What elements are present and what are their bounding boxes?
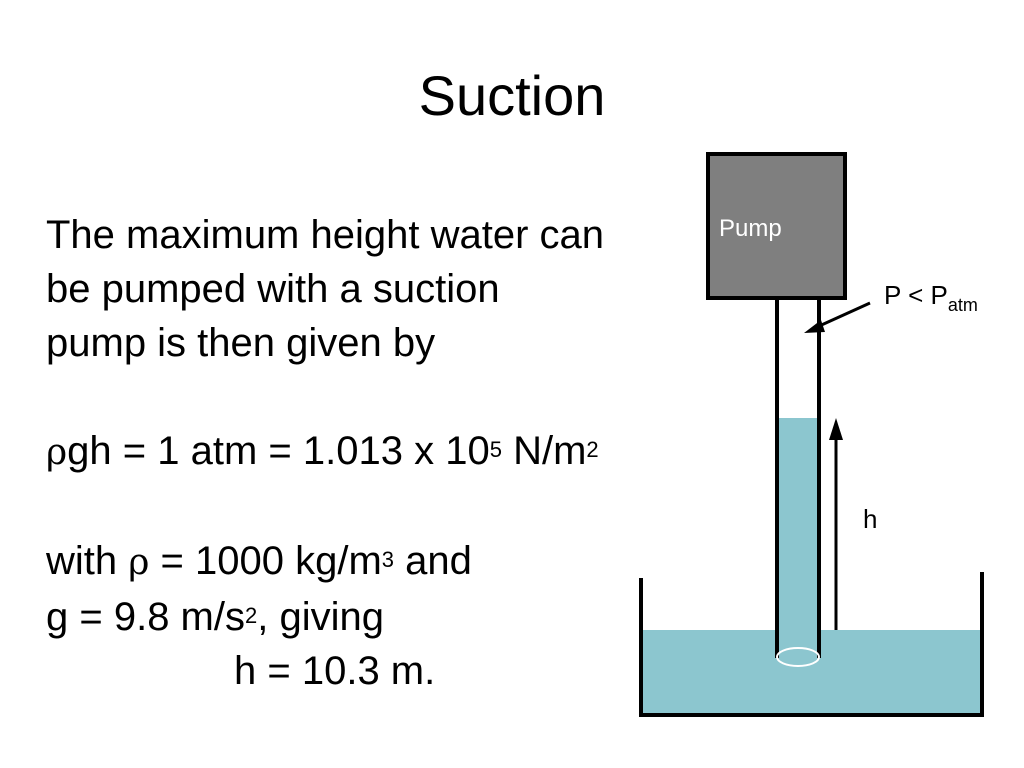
text-line-1: The maximum height water can <box>46 213 605 257</box>
gravity-line: g = 9.8 m/s2, giving <box>46 590 706 644</box>
pressure-arrow-head <box>804 320 825 333</box>
result-line: h = 10.3 m. <box>234 649 436 693</box>
equation-exponent-1: 5 <box>489 437 502 463</box>
text-line-2: be pumped with a suction <box>46 267 500 311</box>
basin-outline <box>639 572 984 717</box>
gravity-value: g = 9.8 m/s <box>46 595 245 639</box>
explanation-text: The maximum height water can be pumped w… <box>46 208 706 698</box>
pump-label: Pump <box>719 215 782 242</box>
pump-box <box>706 152 847 300</box>
density-suffix: and <box>394 539 472 583</box>
rho-symbol: ρ <box>46 432 68 473</box>
gravity-exponent: 2 <box>244 603 258 629</box>
slide-title: Suction <box>418 64 606 127</box>
pressure-label-subscript: atm <box>948 295 978 315</box>
rho-symbol: ρ <box>128 542 150 583</box>
equation-part-2: N/m <box>501 429 587 473</box>
density-prefix: with <box>46 539 129 583</box>
pressure-label-main: P < P <box>884 280 948 310</box>
pressure-arrow-line <box>816 301 871 329</box>
tube-water-column <box>777 418 819 658</box>
height-arrow-head <box>829 418 843 440</box>
pressure-label: P < Patm <box>884 280 978 315</box>
height-label: h <box>863 504 877 534</box>
tube-opening <box>776 647 820 667</box>
equation-exponent-2: 2 <box>586 437 599 463</box>
gravity-suffix: , giving <box>257 595 384 639</box>
equation-part-1: gh = 1 atm = 1.013 x 10 <box>67 429 490 473</box>
density-value: = 1000 kg/m <box>149 539 382 583</box>
density-line: with ρ = 1000 kg/m3 and <box>46 534 706 590</box>
text-line-3: pump is then given by <box>46 321 436 365</box>
density-exponent: 3 <box>381 547 395 573</box>
equation-line: ρgh = 1 atm = 1.013 x 105 N/m2 <box>46 424 706 480</box>
